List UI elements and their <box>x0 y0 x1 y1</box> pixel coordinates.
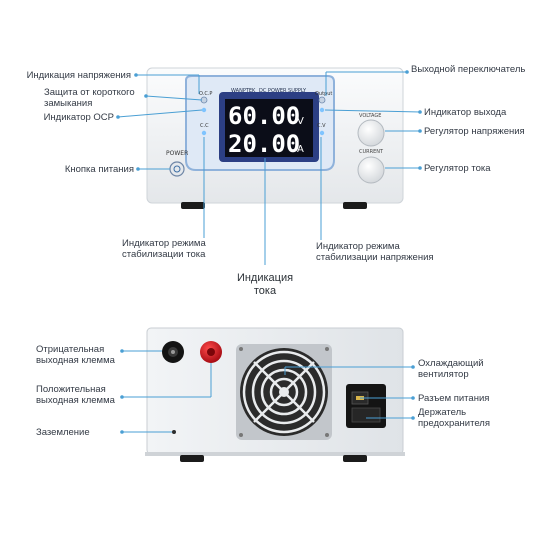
foot <box>343 455 367 462</box>
label-short-circuit: Защита от короткого замыкания <box>44 87 135 109</box>
label-cc-indicator: Индикатор режима стабилизации тока <box>122 238 206 260</box>
front-unit: WANPTEK DC POWER SUPPLY 60.00 V 20.00 A … <box>146 67 404 209</box>
power-socket[interactable] <box>346 384 386 428</box>
label-output-indicator: Индикатор выхода <box>424 107 507 118</box>
label-cv-indicator: Индикатор режима стабилизации напряжения <box>316 241 434 263</box>
foot <box>180 455 204 462</box>
ocp-label: O.C.P <box>199 91 212 97</box>
label-fuse-holder: Держатель предохранителя <box>418 407 490 429</box>
voltage-knob[interactable] <box>357 119 385 147</box>
brand-logo: WANPTEK <box>231 88 256 94</box>
front-leader-lines <box>117 71 421 265</box>
voltage-unit: V <box>297 116 304 127</box>
ocp-led-icon <box>201 107 207 113</box>
cv-led-icon <box>319 130 325 136</box>
label-power-socket: Разъем питания <box>418 393 490 404</box>
back-leader-lines <box>122 350 413 433</box>
label-voltage-display: Индикация напряжения <box>26 70 131 81</box>
label-ocp-indicator: Индикатор OCP <box>43 112 114 123</box>
power-label: POWER <box>166 150 188 157</box>
ground-screw <box>172 430 176 434</box>
back-leader-dots <box>120 349 415 434</box>
power-icon <box>173 165 181 173</box>
voltage-readout: 60.00 <box>228 102 300 130</box>
model-caption: DC POWER SUPPLY <box>259 88 307 94</box>
cc-led-icon <box>201 130 207 136</box>
back-unit <box>145 327 405 462</box>
label-output-switch: Выходной переключатель <box>411 64 526 75</box>
label-negative-terminal: Отрицательная выходная клемма <box>36 344 115 366</box>
fan-icon <box>236 344 332 440</box>
label-ground: Заземление <box>36 427 90 438</box>
current-unit: A <box>297 144 304 155</box>
label-current-display: Индикация тока <box>236 272 294 297</box>
label-cooling-fan: Охлаждающий вентилятор <box>418 358 484 380</box>
current-knob[interactable] <box>357 156 385 184</box>
fuse-holder[interactable] <box>351 407 381 423</box>
current-readout: 20.00 <box>228 130 300 158</box>
output-led-icon <box>319 107 325 113</box>
cc-label: C.C <box>200 123 209 129</box>
foot <box>343 202 367 209</box>
output-button[interactable] <box>318 96 326 104</box>
front-leader-dots <box>116 70 422 171</box>
cv-label: C.V <box>317 123 326 129</box>
label-current-regulator: Регулятор тока <box>424 163 491 174</box>
voltage-knob-label: VOLTAGE <box>359 113 381 119</box>
power-button[interactable] <box>169 161 185 177</box>
current-knob-label: CURRENT <box>359 149 384 155</box>
label-positive-terminal: Положительная выходная клемма <box>36 384 115 406</box>
label-voltage-regulator: Регулятор напряжения <box>424 126 525 137</box>
label-power-button: Кнопка питания <box>64 164 134 175</box>
output-label: Output <box>315 91 332 97</box>
foot <box>181 202 205 209</box>
